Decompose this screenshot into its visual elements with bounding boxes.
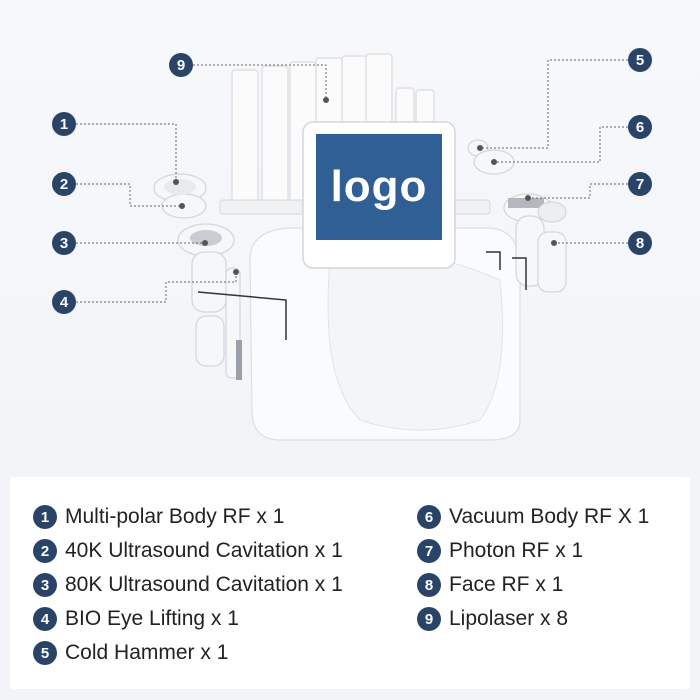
legend-item: 6 Vacuum Body RF X 1 [417,505,649,529]
callout-3: 3 [52,231,76,255]
screen-logo: logo [316,134,442,240]
legend-label: Face RF x 1 [449,573,564,596]
legend-number: 5 [33,641,57,665]
callout-4: 4 [52,290,76,314]
legend-label: BIO Eye Lifting x 1 [65,607,239,630]
legend-number: 6 [417,505,441,529]
callout-1: 1 [52,112,76,136]
legend-number: 4 [33,607,57,631]
legend-item: 8 Face RF x 1 [417,573,563,597]
legend-item: 9 Lipolaser x 8 [417,607,568,631]
legend-item: 5 Cold Hammer x 1 [33,641,228,665]
legend-number: 9 [417,607,441,631]
legend-label: Lipolaser x 8 [449,607,569,630]
legend-number: 7 [417,539,441,563]
legend-label: Vacuum Body RF X 1 [449,505,650,528]
legend-number: 2 [33,539,57,563]
callout-2: 2 [52,172,76,196]
callout-8: 8 [628,231,652,255]
legend-item: 2 40K Ultrasound Cavitation x 1 [33,539,343,563]
callout-6: 6 [628,115,652,139]
legend-label: Photon RF x 1 [449,539,584,562]
legend-label: Multi-polar Body RF x 1 [65,505,285,528]
legend-label: 80K Ultrasound Cavitation x 1 [65,573,343,596]
legend-number: 1 [33,505,57,529]
callout-5: 5 [628,48,652,72]
legend-number: 8 [417,573,441,597]
legend-item: 4 BIO Eye Lifting x 1 [33,607,239,631]
callout-7: 7 [628,172,652,196]
accessory-legend: 1 Multi-polar Body RF x 1 2 40K Ultrasou… [10,477,690,689]
legend-item: 3 80K Ultrasound Cavitation x 1 [33,573,343,597]
legend-label: Cold Hammer x 1 [65,641,229,664]
legend-item: 1 Multi-polar Body RF x 1 [33,505,284,529]
callout-9: 9 [169,53,193,77]
legend-label: 40K Ultrasound Cavitation x 1 [65,539,343,562]
legend-number: 3 [33,573,57,597]
product-image: logo 1 2 3 4 5 6 7 8 9 [0,0,700,470]
legend-item: 7 Photon RF x 1 [417,539,583,563]
